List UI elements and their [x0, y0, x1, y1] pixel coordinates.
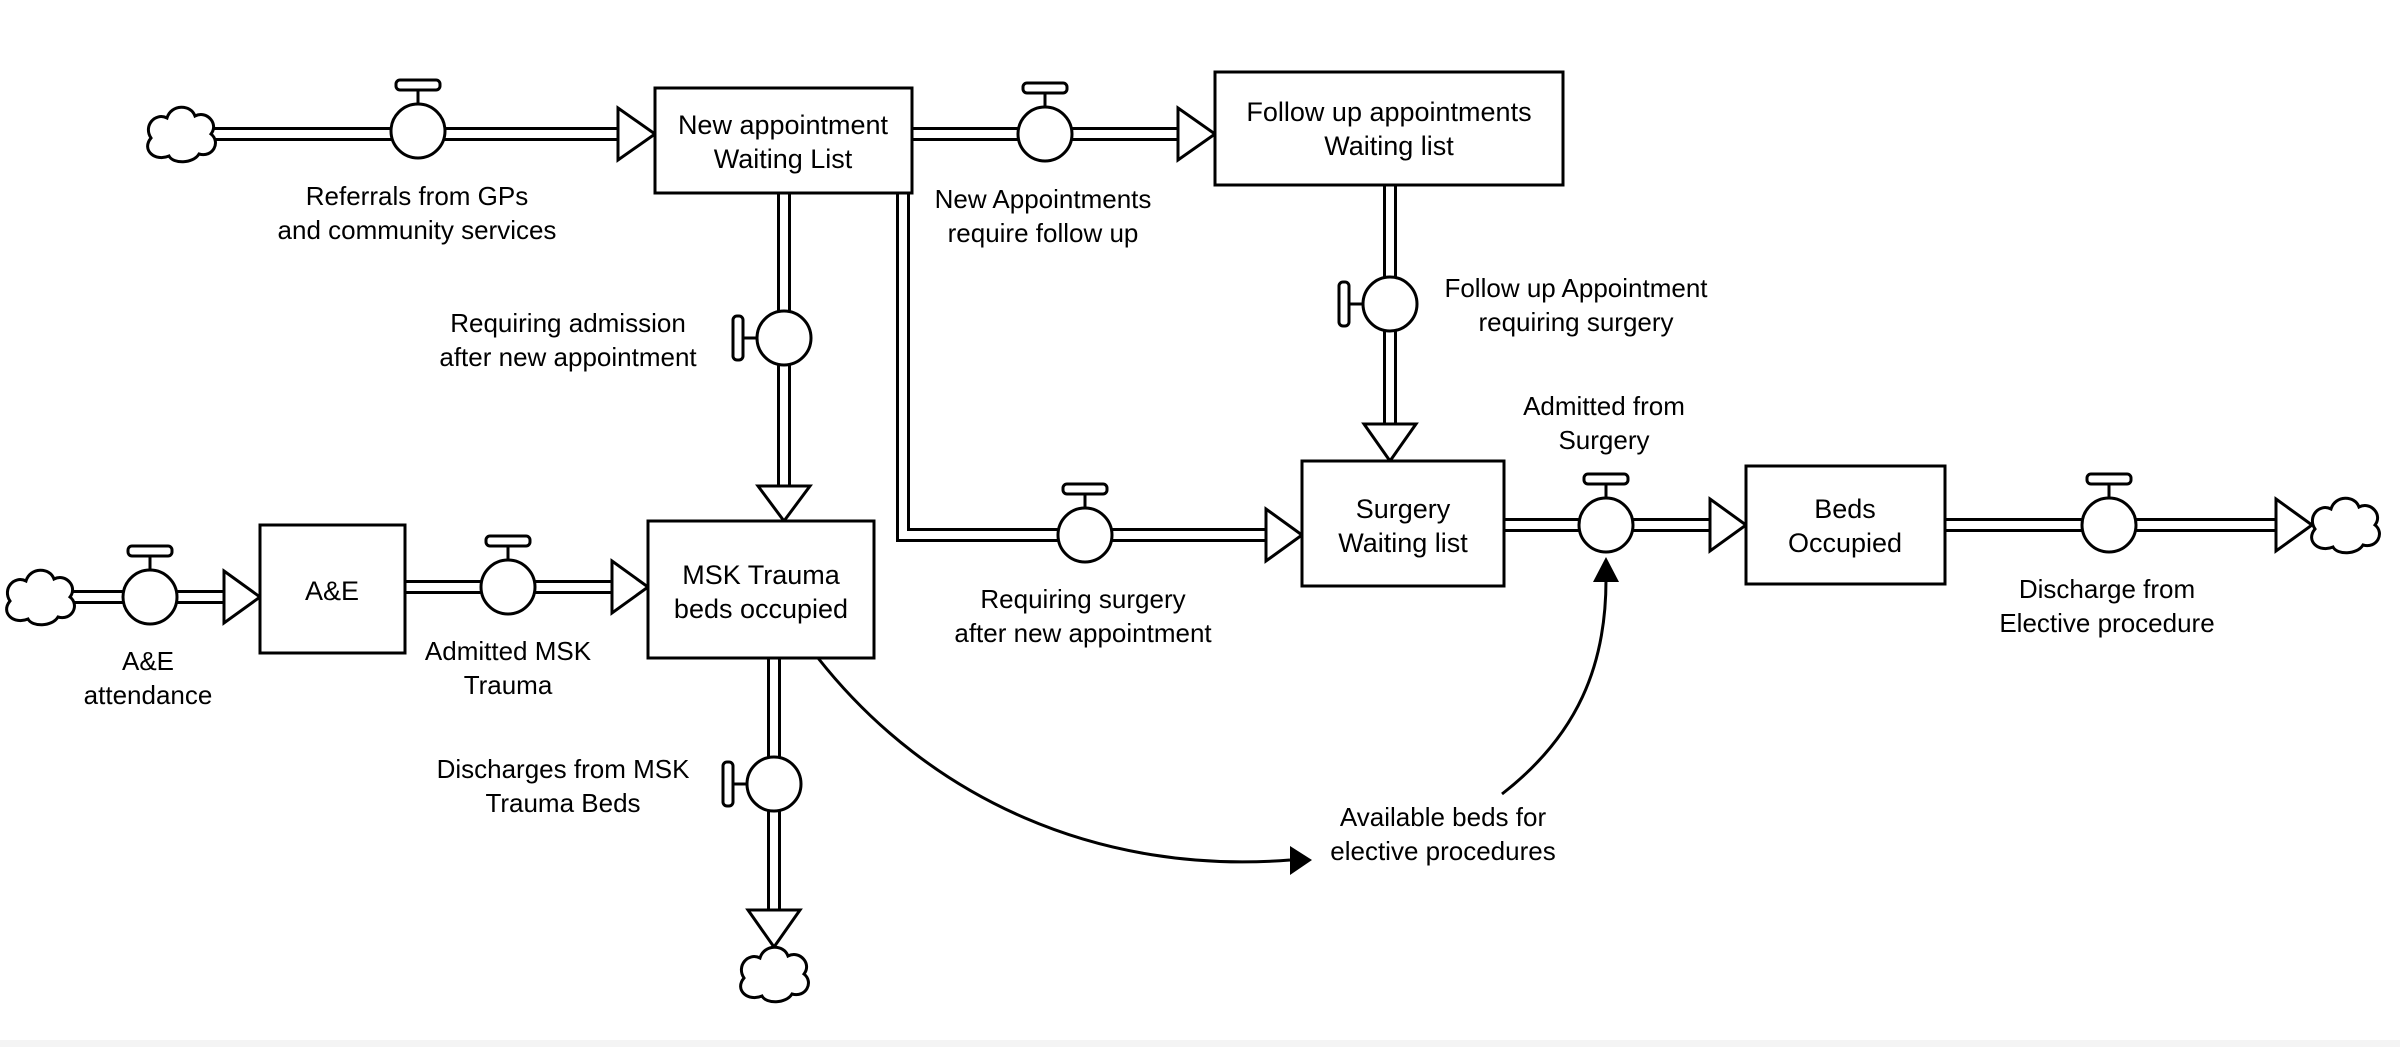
- flow-label-requiring-admission: Requiring admission after new appointmen…: [439, 308, 697, 372]
- flow-label-line: Elective procedure: [1999, 608, 2214, 638]
- stock-label: MSK Trauma: [682, 560, 841, 590]
- stock-label: Follow up appointments: [1246, 97, 1531, 127]
- stock-label: Beds: [1814, 494, 1876, 524]
- stock-label: A&E: [305, 576, 359, 606]
- flow-label-line: Follow up Appointment: [1444, 273, 1708, 303]
- stock-new-appointment-waiting-list: New appointment Waiting List: [653, 86, 914, 195]
- flow-label-line: A&E: [122, 646, 174, 676]
- valve-icon: [1056, 482, 1114, 564]
- flow-label-line: require follow up: [948, 218, 1139, 248]
- stock-label: Waiting list: [1324, 131, 1454, 161]
- stock-label: Waiting List: [714, 144, 853, 174]
- flow-label-ae-attendance: A&E attendance: [84, 646, 213, 710]
- flow-label-line: and community services: [278, 215, 557, 245]
- stock-surgery-waiting-list: Surgery Waiting list: [1300, 459, 1506, 588]
- flow-label-new-require-follow-up: New Appointments require follow up: [935, 184, 1152, 248]
- flow-label-line: requiring surgery: [1478, 307, 1673, 337]
- flow-label-referrals: Referrals from GPs and community service…: [278, 181, 557, 245]
- flow-label-line: after new appointment: [439, 342, 697, 372]
- flow-label-line: Referrals from GPs: [306, 181, 529, 211]
- flow-label-admitted-msk: Admitted MSK Trauma: [425, 636, 592, 700]
- flow-label-line: Trauma Beds: [485, 788, 640, 818]
- valve-icon: [731, 309, 813, 367]
- flow-label-line: New Appointments: [935, 184, 1152, 214]
- stock-label: Surgery: [1356, 494, 1451, 524]
- bottom-strip: [0, 1040, 2400, 1047]
- flow-label-line: Discharges from MSK: [437, 754, 690, 784]
- flow-label-line: Discharge from: [2019, 574, 2195, 604]
- info-link-available-beds-to-admitted: [1501, 557, 1619, 796]
- flow-label-requiring-surgery: Requiring surgery after new appointment: [954, 584, 1212, 648]
- flow-label-line: Surgery: [1558, 425, 1649, 455]
- variable-available-beds: Available beds for elective procedures: [1330, 802, 1555, 866]
- stock-label: Occupied: [1788, 528, 1902, 558]
- stock-follow-up-waiting-list: Follow up appointments Waiting list: [1213, 70, 1565, 187]
- stock-ae: A&E: [258, 523, 407, 655]
- flow-label-line: Requiring surgery: [980, 584, 1185, 614]
- cloud-icon: [739, 945, 810, 1004]
- cloud-icon: [146, 105, 217, 164]
- flow-label-line: attendance: [84, 680, 213, 710]
- flow-label-admitted-surgery: Admitted from Surgery: [1523, 391, 1685, 455]
- flow-label-follow-up-surgery: Follow up Appointment requiring surgery: [1444, 273, 1708, 337]
- variable-label-line: Available beds for: [1340, 802, 1547, 832]
- flow-label-discharge-elective: Discharge from Elective procedure: [1999, 574, 2214, 638]
- cloud-icon: [5, 568, 76, 627]
- valve-icon: [1016, 81, 1074, 163]
- valve-icon: [1337, 275, 1419, 333]
- info-link-msk-to-available-beds: [816, 657, 1312, 875]
- cloud-icon: [2310, 496, 2381, 555]
- stock-msk-trauma-beds: MSK Trauma beds occupied: [646, 519, 876, 660]
- valve-icon: [721, 755, 803, 813]
- valve-icon: [1577, 472, 1635, 554]
- stock-label: New appointment: [678, 110, 889, 140]
- stock-label: Waiting list: [1338, 528, 1468, 558]
- variable-label-line: elective procedures: [1330, 836, 1555, 866]
- flow-label-discharges-msk: Discharges from MSK Trauma Beds: [437, 754, 690, 818]
- valve-icon: [2080, 472, 2138, 554]
- valve-icon: [121, 544, 179, 626]
- stock-label: beds occupied: [674, 594, 848, 624]
- flow-label-line: Requiring admission: [450, 308, 686, 338]
- stock-beds-occupied: Beds Occupied: [1744, 464, 1947, 586]
- flow-label-line: Admitted MSK: [425, 636, 592, 666]
- flow-label-line: Trauma: [464, 670, 553, 700]
- valve-icon: [479, 534, 537, 616]
- flow-label-line: after new appointment: [954, 618, 1212, 648]
- valve-icon: [389, 78, 447, 160]
- flow-label-line: Admitted from: [1523, 391, 1685, 421]
